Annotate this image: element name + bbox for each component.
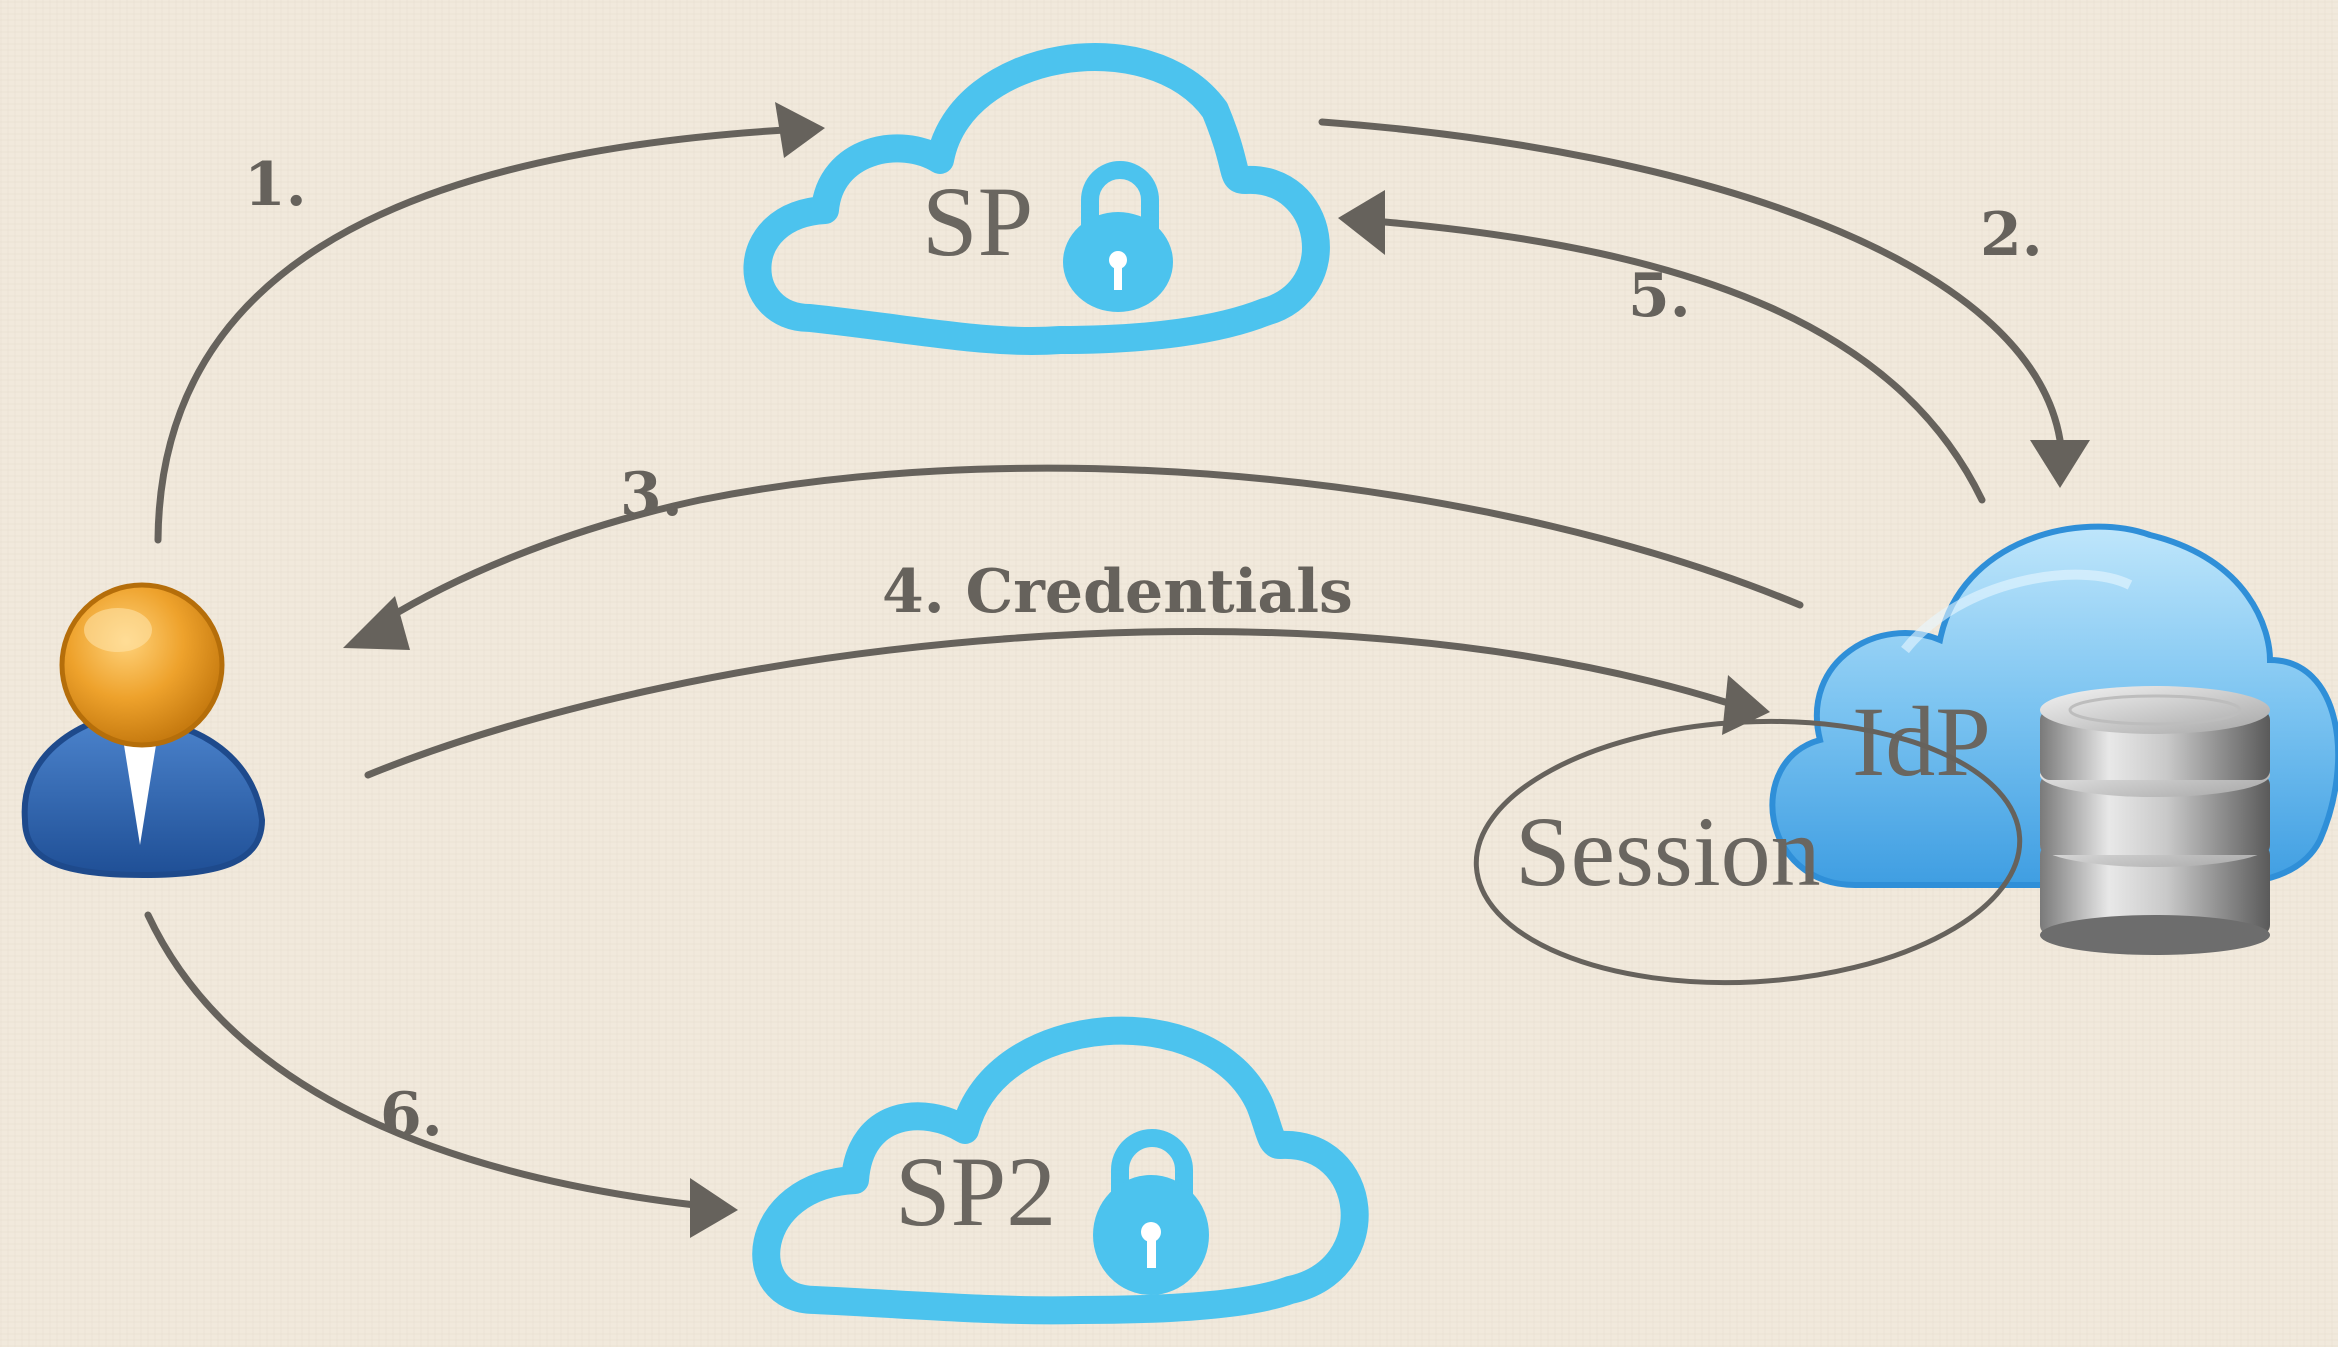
arrow-step-4 bbox=[364, 628, 1770, 779]
step-4-label: 4. Credentials bbox=[882, 557, 1353, 627]
sp-cloud-icon bbox=[743, 43, 1330, 355]
arrow-step-2 bbox=[1318, 118, 2090, 488]
lock-icon bbox=[1063, 161, 1173, 312]
lock-icon bbox=[1093, 1129, 1209, 1295]
step-6-label: 6. bbox=[380, 1080, 443, 1150]
arrow-step-3 bbox=[343, 464, 1804, 650]
step-3-label: 3. bbox=[620, 460, 683, 530]
step-2-label: 2. bbox=[1980, 200, 2043, 270]
step-1-label: 1. bbox=[244, 150, 307, 220]
sp2-label: SP2 bbox=[895, 1136, 1056, 1247]
sp-label: SP bbox=[922, 166, 1033, 277]
idp-label: IdP bbox=[1852, 686, 1991, 797]
arrow-step-1 bbox=[154, 102, 825, 544]
database-icon bbox=[2040, 686, 2270, 955]
user-icon bbox=[21, 582, 266, 879]
step-5-label: 5. bbox=[1628, 261, 1691, 331]
arrow-step-5 bbox=[1338, 190, 1986, 504]
session-label: Session bbox=[1515, 796, 1821, 907]
sp2-cloud-icon bbox=[752, 1016, 1369, 1325]
arrow-step-6 bbox=[144, 911, 738, 1238]
